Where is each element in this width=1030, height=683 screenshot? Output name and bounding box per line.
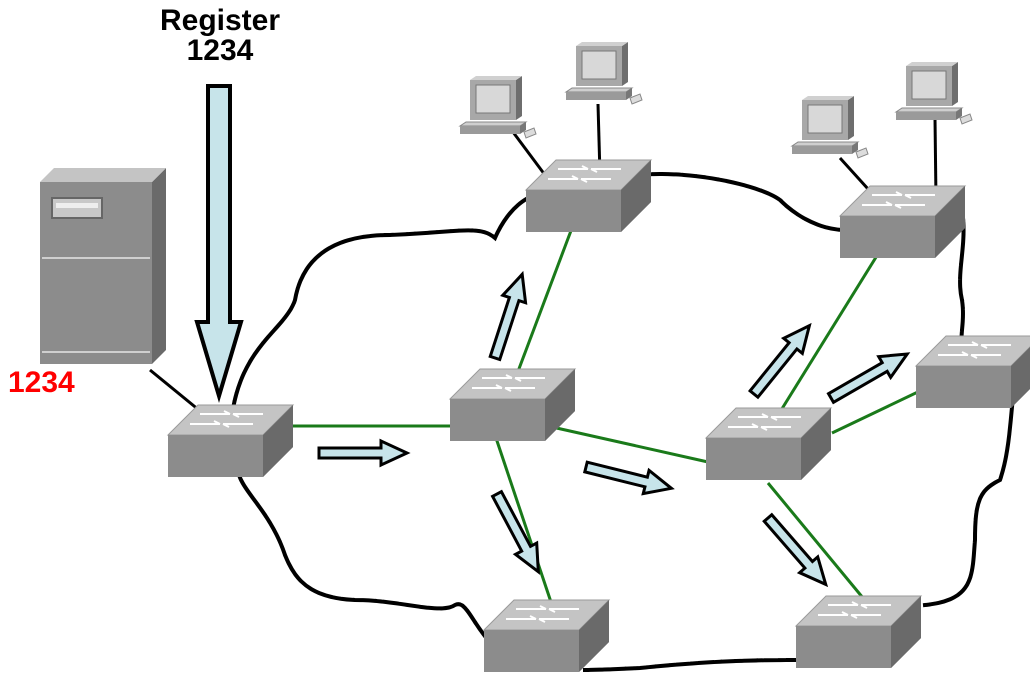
desktop-computer-icon: [565, 41, 643, 105]
register-label: Register 1234: [130, 6, 310, 66]
register-label-line1: Register: [159, 4, 281, 37]
network-switch-icon: [839, 185, 966, 259]
network-switch-icon: [167, 404, 294, 478]
network-switch-icon: [483, 599, 610, 673]
server-tower-icon: [40, 168, 166, 364]
network-switch-icon: [705, 407, 832, 481]
propagation-arrow: [743, 316, 821, 404]
network-cloud: [229, 172, 1018, 673]
propagation-arrow: [581, 453, 676, 502]
propagation-arrow: [823, 342, 915, 410]
network-switch-icon: [449, 368, 576, 442]
desktop-computer-icon: [791, 95, 869, 159]
network-switch-icon: [915, 335, 1030, 409]
register-label-line2: 1234: [186, 34, 254, 67]
network-switch-icon: [795, 595, 922, 669]
desktop-computer-icon: [895, 61, 973, 125]
server-id-label: 1234: [8, 366, 75, 399]
propagation-arrow: [317, 439, 409, 467]
desktop-computer-icon: [459, 75, 537, 139]
network-switch-icon: [525, 159, 652, 233]
network-links: [290, 227, 923, 621]
register-arrow: [194, 84, 244, 404]
